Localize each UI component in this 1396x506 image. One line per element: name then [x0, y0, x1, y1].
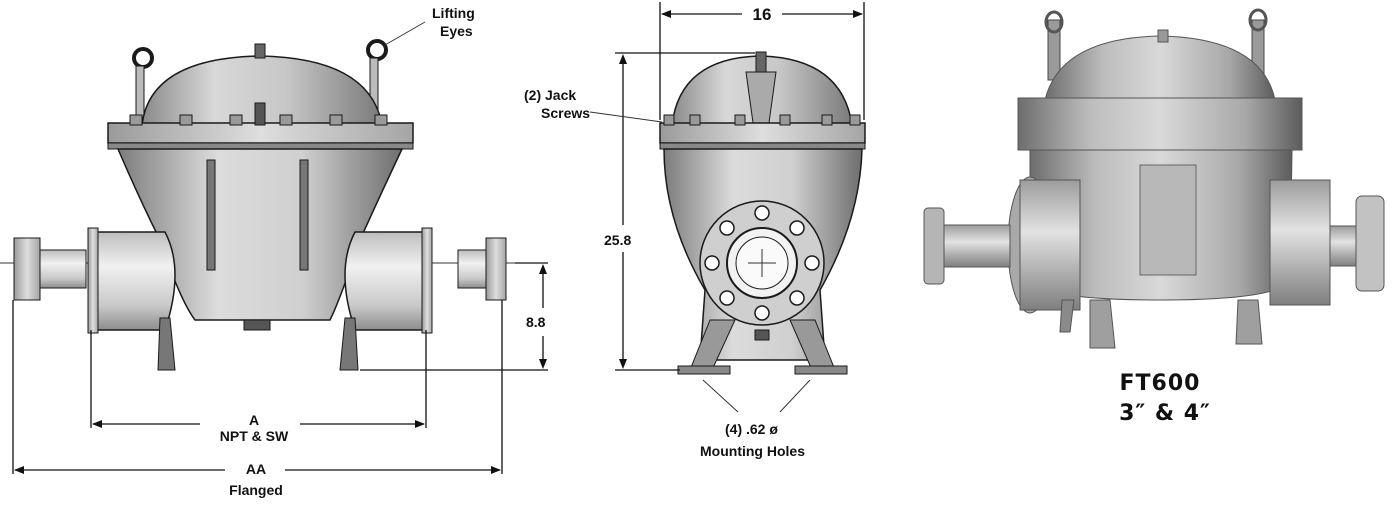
- dimension-8-8-text: 8.8: [526, 314, 546, 330]
- dimension-a-text: A: [249, 412, 259, 428]
- model-sizes: 3″ & 4″: [1119, 401, 1211, 426]
- dimension-25-8-text: 25.8: [604, 232, 631, 248]
- mounting-holes-label-line1: (4) .62 ø: [725, 421, 778, 437]
- model-name: FT600: [1120, 371, 1201, 396]
- lifting-eyes-label-line1: Lifting: [432, 5, 475, 21]
- dimension-width: 16: [659, 2, 865, 120]
- dimension-aa-text: AA: [246, 461, 266, 477]
- product-photo: [923, 8, 1385, 349]
- dimension-height: 25.8: [604, 52, 755, 371]
- mounting-holes-label-line2: Mounting Holes: [700, 443, 805, 459]
- dimension-a-subtext: NPT & SW: [220, 428, 289, 444]
- side-view-drawing: [659, 51, 866, 375]
- jack-screws-label-line2: Screws: [541, 105, 590, 121]
- dimension-a: A NPT & SW: [90, 330, 427, 444]
- dimension-aa: AA Flanged: [12, 300, 503, 498]
- dimension-center-height: 8.8: [360, 262, 548, 371]
- dimension-16-text: 16: [753, 5, 772, 24]
- lifting-eyes-label-line2: Eyes: [440, 23, 473, 39]
- jack-screws-label-line1: (2) Jack: [524, 87, 576, 103]
- dimension-aa-subtext: Flanged: [229, 482, 283, 498]
- front-view-drawing: [0, 39, 540, 371]
